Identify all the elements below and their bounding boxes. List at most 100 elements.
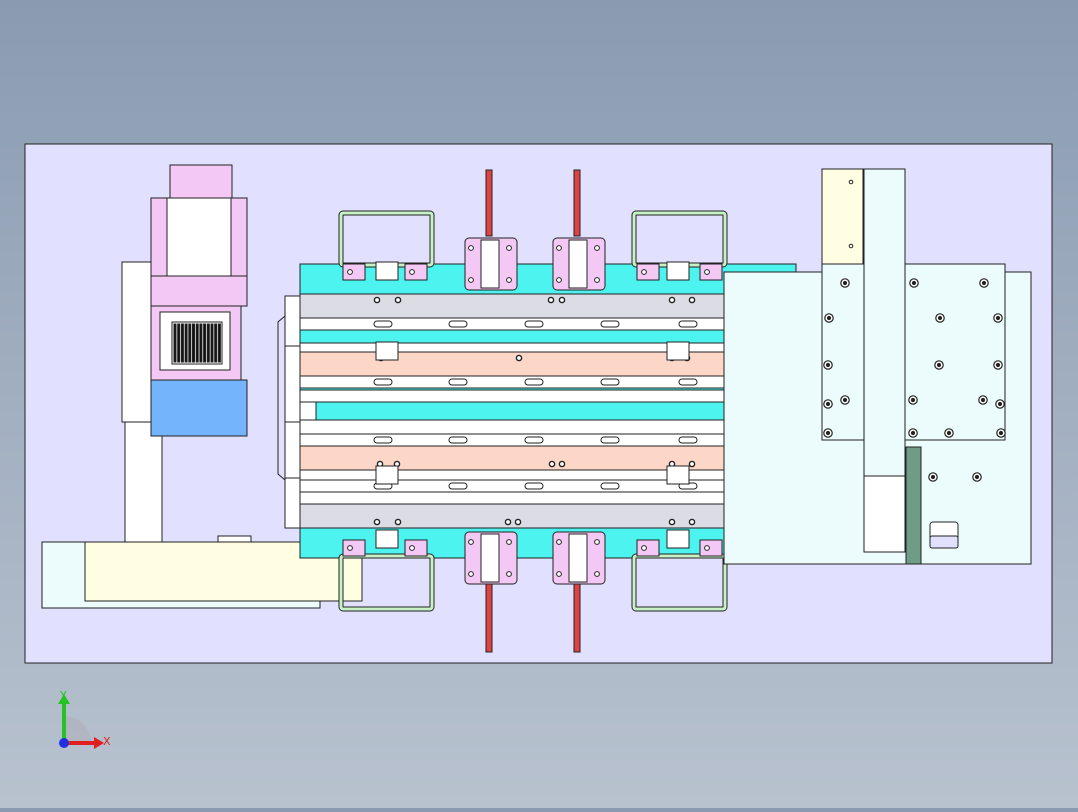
rail-slots [373, 320, 698, 490]
rail-slot [448, 320, 468, 328]
rail-slot [524, 378, 544, 386]
bolt-hole [548, 460, 556, 468]
clamp-screw [594, 571, 600, 577]
motor-inner [166, 197, 232, 277]
pin-hole [848, 179, 854, 185]
plate-hole-center [981, 280, 987, 286]
slot-rail [299, 433, 725, 447]
clamp-screw [594, 539, 600, 545]
pulley-tooth [203, 323, 207, 363]
pulley-tooth [180, 323, 184, 363]
slot-rail [299, 375, 725, 389]
stop-block [699, 539, 723, 557]
bolt-hole [668, 296, 676, 304]
stop-block-screw [347, 269, 353, 275]
plate-hole-center [946, 430, 952, 436]
slot-rail [299, 317, 725, 331]
bolt-hole [504, 518, 512, 526]
fixture-table [277, 263, 797, 559]
thin-rail [299, 491, 725, 505]
center-band-end [299, 401, 317, 421]
x-axis-arrow [94, 737, 104, 749]
guide-block [375, 529, 399, 549]
clamp-screw [506, 245, 512, 251]
clamp-screw [556, 539, 562, 545]
salmon-strip [299, 445, 725, 471]
slot-rail [299, 479, 725, 493]
thin-rail [299, 419, 725, 435]
top-block [821, 168, 864, 265]
clamp-screw [594, 245, 600, 251]
rail-slot [448, 482, 468, 490]
stop-block [636, 539, 660, 557]
bolt-hole [394, 296, 402, 304]
pulley-tooth [210, 323, 214, 363]
pulley-tooth [192, 323, 195, 363]
rail-slot [373, 320, 393, 328]
y-axis-arrow [58, 694, 70, 704]
grey-strip [299, 293, 725, 319]
stop-block [404, 539, 428, 557]
bolt-hole [394, 518, 402, 526]
coordinate-triad: Y X [58, 689, 111, 749]
plate-hole-center [842, 397, 848, 403]
stop-blocks [342, 261, 723, 557]
plate-hole-center [980, 397, 986, 403]
side-plate [284, 477, 301, 529]
timing-pulley [171, 321, 223, 365]
z-axis-dot [59, 738, 69, 748]
clamp-screw [468, 571, 474, 577]
bolt-hole [688, 518, 696, 526]
clamp-body [568, 239, 588, 289]
plate-hole-center [825, 362, 831, 368]
motor-flange [150, 275, 248, 307]
guide-block [666, 465, 690, 485]
rail-slot [600, 482, 620, 490]
column-upright [124, 421, 163, 543]
base-tab [217, 535, 252, 543]
plate-hole-center [911, 280, 917, 286]
right-plate-assembly [723, 168, 1032, 565]
clamp-screw [468, 245, 474, 251]
plate-hole-center [998, 430, 1004, 436]
plate-hole-center [826, 315, 832, 321]
grey-strip [299, 503, 725, 529]
clamp-screw [506, 539, 512, 545]
salmon-strip [299, 351, 725, 377]
plate-hole-center [825, 401, 831, 407]
rail-slot [373, 378, 393, 386]
motor-top-cap [169, 164, 233, 199]
pulley-tooth [195, 323, 199, 363]
y-axis-label: Y [59, 689, 67, 702]
pulley-tooth [188, 323, 192, 363]
plate-hole-center [974, 474, 980, 480]
stop-block-screw [641, 269, 647, 275]
plate-hole-center [936, 362, 942, 368]
thin-rail [299, 469, 725, 481]
vertical-bar-lower [863, 475, 906, 553]
x-axis-label: X [103, 735, 111, 748]
rail-slot [448, 436, 468, 444]
stop-block [636, 263, 660, 281]
rail-slot [524, 320, 544, 328]
pulley-tooth [184, 323, 188, 363]
base-block [84, 541, 363, 602]
rail-slot [524, 436, 544, 444]
plate-hole-center [910, 397, 916, 403]
plate-hole-center [997, 401, 1003, 407]
rail-slot [678, 320, 698, 328]
bolt-hole [668, 518, 676, 526]
thin-rail [299, 389, 725, 403]
bolt-hole [688, 460, 696, 468]
pulley-tooth [217, 323, 221, 363]
bolt-hole [558, 296, 566, 304]
guide-block [666, 341, 690, 361]
bolt-hole [373, 296, 381, 304]
rail-slot [678, 378, 698, 386]
stop-block-screw [409, 545, 415, 551]
bolt-hole [558, 460, 566, 468]
clamp-body [480, 533, 500, 583]
bolt-hole [514, 518, 522, 526]
pulley-tooth [199, 323, 203, 363]
